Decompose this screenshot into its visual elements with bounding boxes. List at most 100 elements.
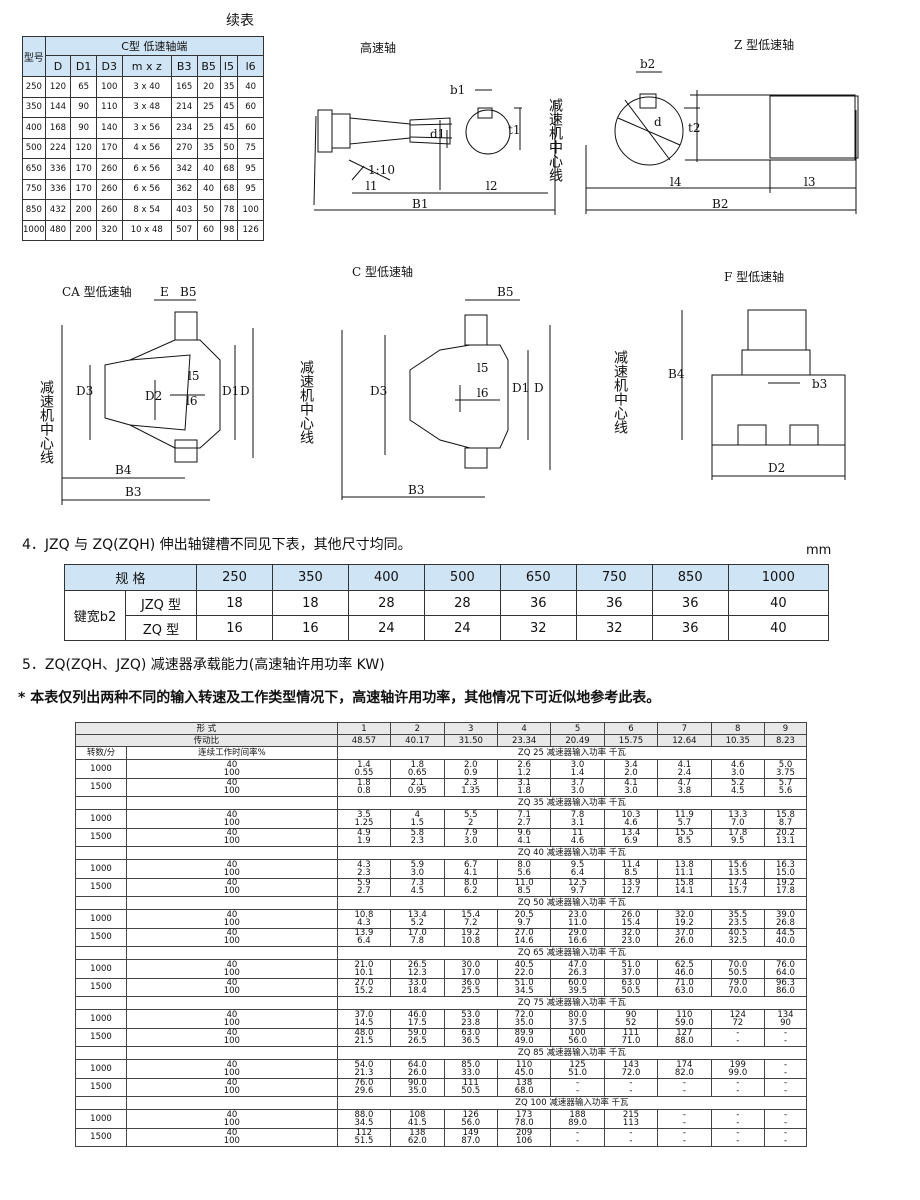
power-value: 23.0 (568, 909, 588, 920)
label-d1: d1 (430, 127, 445, 141)
row-label-cell: 型号 (22, 36, 46, 77)
label-D-ca: D (240, 384, 250, 398)
high-speed-title: 高速轴 (360, 40, 396, 55)
power-value: 174 (676, 1059, 693, 1070)
power-value: 111 (462, 1078, 479, 1089)
label-l5-c: l5 (477, 361, 488, 375)
power-value: 6.2 (463, 886, 478, 897)
power-value: 11.1 (674, 867, 694, 878)
power-value: 1.5 (410, 817, 425, 828)
label-l1: l1 (366, 179, 377, 193)
power-value: 26.0 (407, 1067, 427, 1078)
power-value: 6.4 (357, 936, 371, 947)
power-value: 1.4 (570, 767, 585, 778)
power-value: 5.9 (357, 878, 371, 889)
duty-value: 100 (223, 1036, 240, 1047)
power-cell: -- (710, 1127, 765, 1147)
power-value: - (576, 1128, 580, 1139)
speed-cell: 1000 (75, 1059, 127, 1079)
value-cell: 10 x 48 (121, 219, 172, 241)
power-value: 37.0 (621, 967, 641, 978)
power-value: 23.0 (621, 936, 641, 947)
power-value: - (783, 1028, 788, 1039)
power-value: 56.0 (461, 1117, 481, 1128)
power-value: 3.0 (463, 836, 478, 847)
power-value: 15.4 (621, 917, 641, 928)
power-value: - (682, 1086, 686, 1097)
continued-label: 续表 (226, 13, 254, 29)
column-header-cell: l5 (219, 55, 239, 77)
type-name-cell: ZQ 型 (125, 615, 197, 641)
label-D1-ca: D1 (222, 384, 239, 398)
power-value: 72.0 (621, 1067, 641, 1078)
key-width-cell: 32 (499, 615, 577, 641)
power-value: - (783, 1036, 788, 1047)
high-speed-shaft-drawing (313, 89, 556, 215)
speed-cell: 1000 (75, 859, 127, 879)
power-value: 32.5 (728, 936, 748, 947)
power-value: 6.9 (624, 836, 638, 847)
label-D2-f: D2 (768, 461, 785, 475)
power-value: 76.0 (354, 1078, 374, 1089)
key-width-cell: 36 (575, 590, 653, 616)
power-value: 126 (462, 1109, 479, 1120)
duty-value: 40 (226, 1128, 238, 1139)
label-b2: b2 (640, 57, 655, 71)
section-title-row: ZQ 100 减速器输入功率 千瓦 (75, 1096, 808, 1110)
section-title-row: ZQ 65 减速器输入功率 千瓦 (75, 946, 808, 960)
power-value: 112 (355, 1128, 373, 1139)
form-cell: 4 (496, 722, 552, 735)
power-value: 36.0 (461, 978, 481, 989)
section-title-cell: ZQ 50 减速器输入功率 千瓦 (336, 896, 808, 910)
section-title-cell: ZQ 35 减速器输入功率 千瓦 (336, 796, 808, 810)
power-value: 110 (676, 1009, 693, 1020)
spec-cell: 400 (347, 564, 425, 591)
power-value: 13.8 (674, 859, 694, 870)
center-line-label-hs: 减速机中心线 (547, 98, 563, 182)
power-value: 11.9 (674, 809, 694, 820)
power-value: 26.5 (407, 1036, 427, 1047)
ratio-cell: 20.49 (550, 734, 605, 747)
power-value: 49.0 (514, 1036, 534, 1047)
power-value: 9.7 (570, 886, 585, 897)
power-value: 2.3 (357, 867, 371, 878)
section4-heading: 4．JZQ 与 ZQ(ZQH) 伸出轴键槽不同见下表，其他尺寸均同。 (22, 537, 412, 553)
power-value: - (682, 1117, 686, 1128)
power-value: 13.4 (621, 828, 641, 839)
duty-value: 100 (223, 767, 240, 778)
power-value: 40.5 (514, 959, 534, 970)
power-value: 63.0 (461, 1028, 481, 1039)
power-value: 62.0 (407, 1136, 427, 1147)
